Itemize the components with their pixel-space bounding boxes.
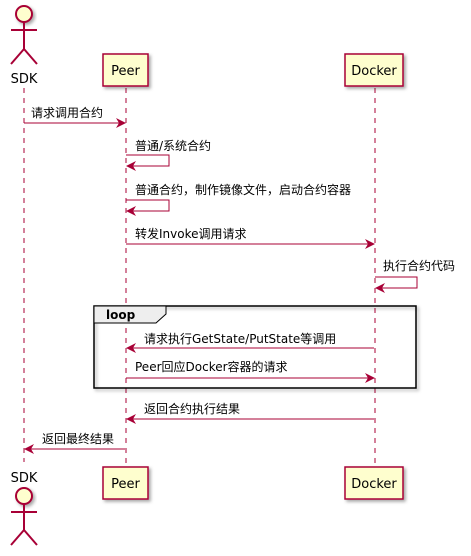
- message-label: 返回合约执行结果: [144, 401, 240, 416]
- peer-box-label: Peer: [111, 64, 140, 79]
- message-return-result: 返回合约执行结果: [126, 401, 374, 424]
- message-label: 普通合约，制作镜像文件，启动合约容器: [135, 182, 351, 197]
- message-self-build-image: 普通合约，制作镜像文件，启动合约容器: [126, 182, 351, 216]
- loop-label: loop: [106, 308, 136, 322]
- docker-box-top: Docker: [344, 53, 404, 87]
- message-label: 执行合约代码: [383, 258, 455, 273]
- docker-box-label: Docker: [351, 477, 397, 492]
- message-request-invoke: 请求调用合约: [24, 105, 126, 128]
- message-label: 转发Invoke调用请求: [135, 226, 247, 241]
- message-return-final: 返回最终结果: [24, 431, 125, 454]
- message-label: 请求执行GetState/PutState等调用: [144, 332, 336, 346]
- message-label: 普通/系统合约: [135, 138, 211, 153]
- peer-box-label: Peer: [111, 477, 140, 492]
- message-peer-response: Peer回应Docker容器的请求: [126, 359, 375, 383]
- message-forward-invoke: 转发Invoke调用请求: [126, 226, 375, 249]
- sdk-actor-bottom: SDK: [10, 471, 38, 546]
- peer-box-bottom: Peer: [102, 466, 149, 500]
- message-label: Peer回应Docker容器的请求: [135, 359, 288, 374]
- message-self-normal-system: 普通/系统合约: [126, 138, 211, 171]
- loop-frame: loop: [93, 305, 417, 389]
- peer-box-top: Peer: [102, 53, 149, 87]
- docker-box-label: Docker: [351, 64, 397, 79]
- docker-box-bottom: Docker: [344, 466, 404, 500]
- sdk-actor-label: SDK: [11, 72, 38, 87]
- message-label: 返回最终结果: [42, 431, 114, 446]
- message-label: 请求调用合约: [31, 105, 103, 120]
- message-request-getstate-putstate: 请求执行GetState/PutState等调用: [126, 332, 374, 353]
- sdk-actor-top: SDK: [10, 5, 38, 87]
- sdk-actor-label: SDK: [11, 471, 38, 486]
- message-self-execute-code: 执行合约代码: [375, 258, 455, 293]
